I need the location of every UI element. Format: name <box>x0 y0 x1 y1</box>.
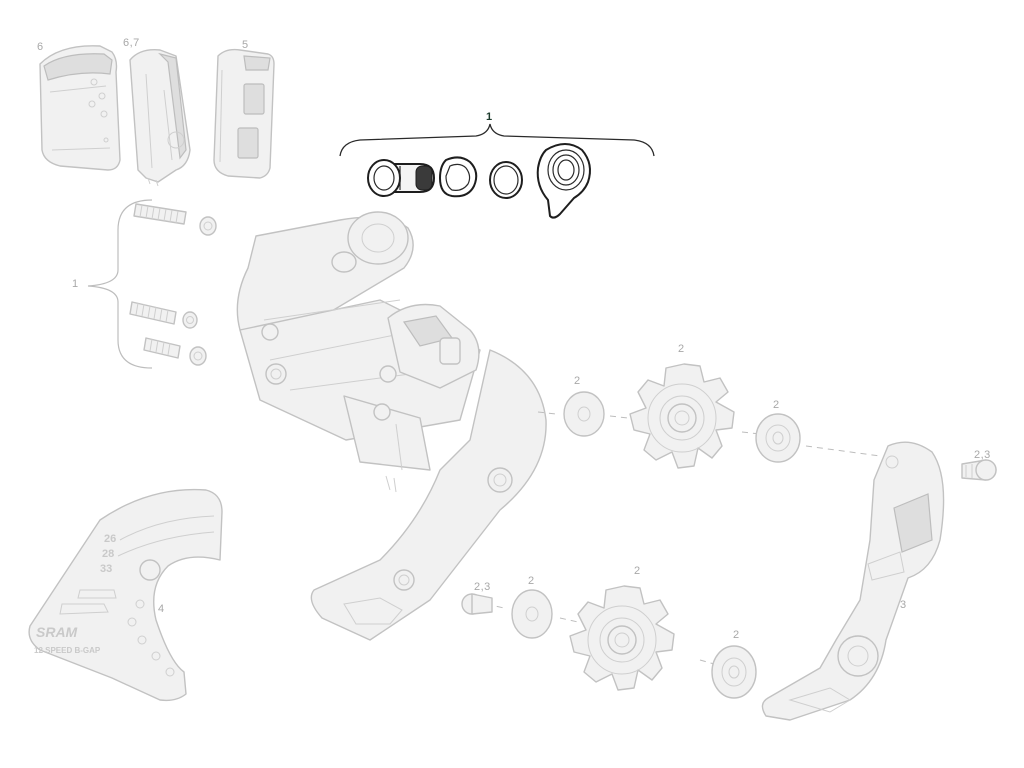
lower-inner-washer <box>511 589 553 639</box>
chain-gap-caption: 12 SPEED B-GAP <box>34 646 101 655</box>
callout-2-lower-washer-left: 2 <box>528 575 535 587</box>
callout-4: 4 <box>158 603 165 615</box>
sram-brand: SRAM <box>36 624 78 640</box>
callout-3: 3 <box>900 599 907 611</box>
gap-value-28: 28 <box>102 548 114 560</box>
upper-outer-washer <box>755 413 801 463</box>
lower-pulley-wheel <box>569 585 675 691</box>
callout-6: 6 <box>37 41 44 53</box>
callout-2-lower-pulley: 2 <box>634 565 641 577</box>
callout-2-lower-washer-right: 2 <box>733 629 740 641</box>
battery-cover-6 <box>39 45 121 171</box>
clutch-bushing <box>367 159 436 197</box>
battery-5 <box>213 48 275 179</box>
battery-6-7 <box>129 49 191 187</box>
outer-cage-plate <box>761 441 945 721</box>
callout-6-7: 6,7 <box>123 37 140 49</box>
clutch-o-ring <box>489 161 523 199</box>
callout-1-highlight: 1 <box>486 111 493 123</box>
gap-value-26: 26 <box>104 533 116 545</box>
chain-gap-tool: 26 28 33 SRAM 12 SPEED B-GAP <box>28 488 223 702</box>
clutch-spring <box>536 143 591 219</box>
callout-5: 5 <box>242 39 249 51</box>
cage-bolt-right <box>961 459 997 481</box>
derailleur-body <box>236 211 547 641</box>
lower-outer-washer <box>711 645 757 699</box>
lower-cage-bolt <box>461 593 493 615</box>
limit-screw-lower <box>143 337 207 366</box>
gap-value-33: 33 <box>100 563 112 575</box>
callout-2-3-lower: 2,3 <box>474 581 491 593</box>
callout-2-upper-washer-right: 2 <box>773 399 780 411</box>
upper-inner-washer <box>563 391 605 437</box>
callout-1-screws: 1 <box>72 278 79 290</box>
clutch-kit-group: 1 <box>339 111 655 219</box>
callout-2-upper-washer-left: 2 <box>574 375 581 387</box>
limit-screw-upper <box>133 203 217 236</box>
upper-pulley-wheel <box>629 363 735 469</box>
limit-screw-kit: 1 <box>72 199 217 369</box>
callout-2-3-right: 2,3 <box>974 449 991 461</box>
limit-screw-middle <box>129 301 198 329</box>
callout-2-upper-pulley: 2 <box>678 343 685 355</box>
clutch-kit-brace <box>339 123 655 157</box>
